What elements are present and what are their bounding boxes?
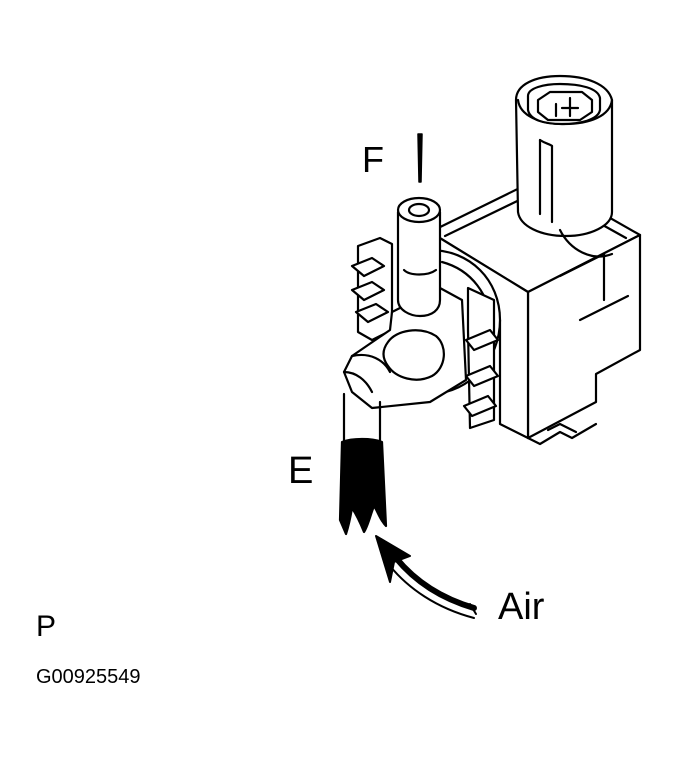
electrical-connector: [514, 74, 614, 258]
port-f-tube: [396, 196, 442, 318]
air-label: Air: [498, 586, 545, 628]
figure-code: G00925549: [36, 666, 141, 688]
port-e-label: E: [288, 450, 314, 492]
mounting-bracket: [350, 236, 500, 430]
port-elbow: [342, 286, 468, 410]
port-e-hose: [338, 392, 388, 536]
port-f-label: F: [362, 139, 384, 180]
air-flow-arrow-icon: [375, 535, 477, 619]
view-label: P: [36, 610, 57, 643]
arrow-up-icon: [417, 133, 423, 183]
